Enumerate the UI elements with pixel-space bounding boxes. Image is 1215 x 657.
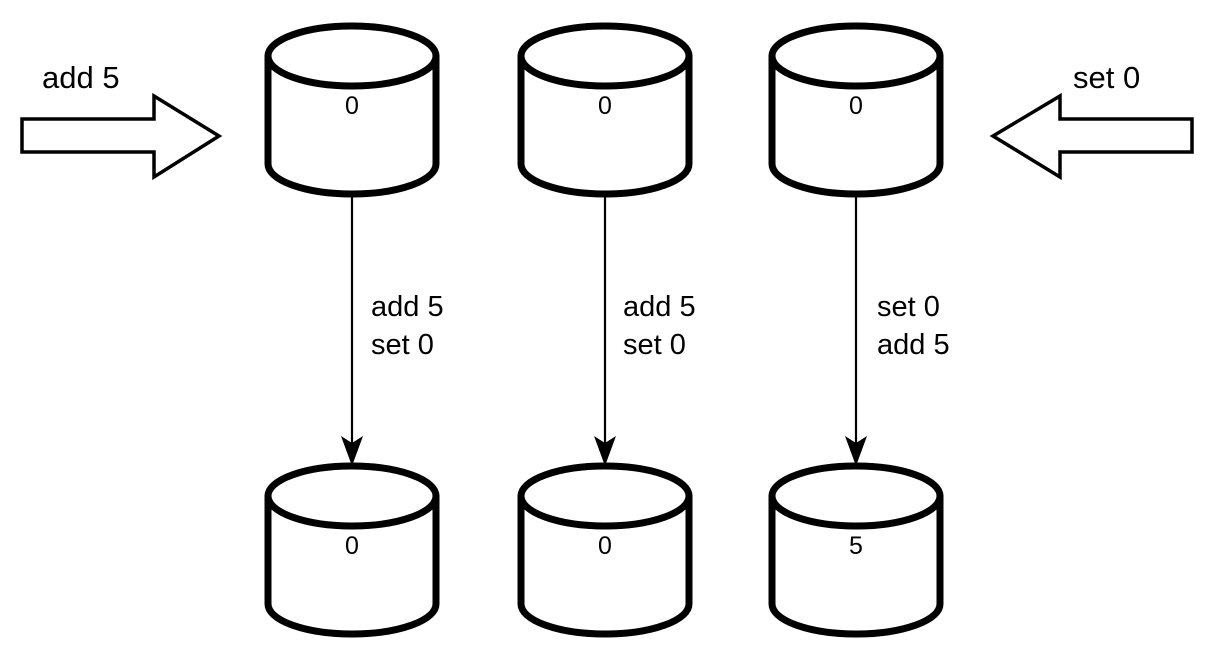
- edge-label-2-op-1: add 5: [623, 291, 696, 323]
- cylinder-top-3-value: 0: [849, 92, 863, 120]
- edge-label-3-op-1: set 0: [877, 291, 940, 323]
- cylinder-bottom-1-value: 0: [345, 532, 359, 560]
- cylinder-top-1-value: 0: [345, 92, 359, 120]
- connector-arrow-2: [594, 196, 616, 466]
- cylinder-top-1: [264, 22, 440, 198]
- left-client-arrow-label: add 5: [42, 60, 120, 95]
- left-client-arrow: [20, 92, 223, 181]
- connector-arrow-3: [845, 196, 867, 466]
- cylinder-bottom-1: [264, 462, 440, 638]
- cylinder-top-3: [768, 22, 944, 198]
- right-client-arrow-label: set 0: [1073, 60, 1141, 95]
- cylinder-top-2: [517, 22, 693, 198]
- cylinder-top-2-value: 0: [598, 92, 612, 120]
- edge-label-1-op-1: add 5: [371, 291, 444, 323]
- cylinder-bottom-2-value: 0: [598, 532, 612, 560]
- cylinder-bottom-2: [517, 462, 693, 638]
- edge-label-3-op-2: add 5: [877, 329, 950, 361]
- edge-label-2-op-2: set 0: [623, 329, 686, 361]
- cylinder-bottom-3: [768, 462, 944, 638]
- right-client-arrow: [989, 92, 1194, 181]
- edge-label-1-op-2: set 0: [371, 329, 434, 361]
- cylinder-bottom-3-value: 5: [849, 532, 863, 560]
- connector-arrow-1: [341, 196, 363, 466]
